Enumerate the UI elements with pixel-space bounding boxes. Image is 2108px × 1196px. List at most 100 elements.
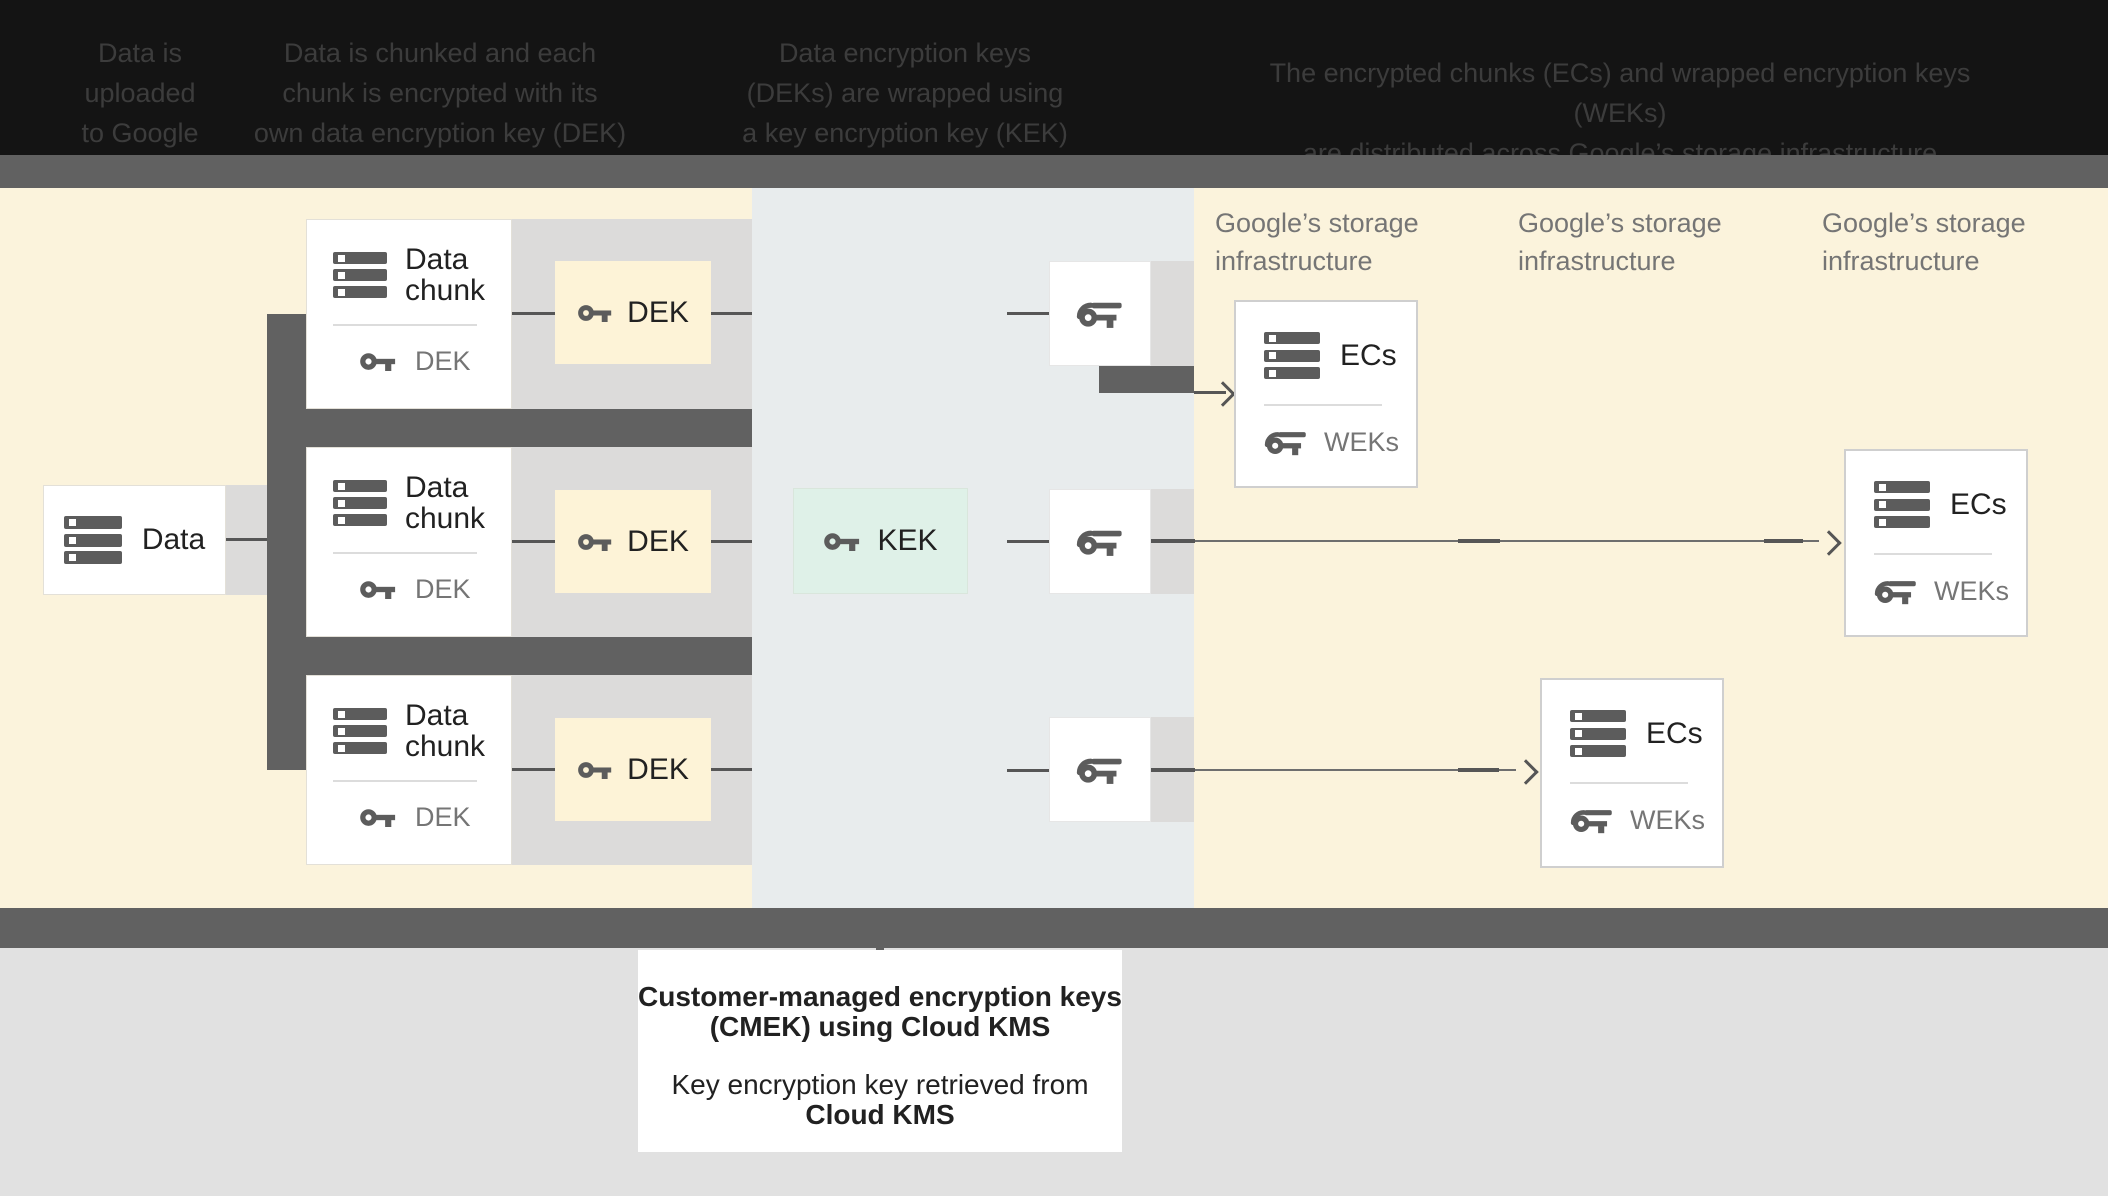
chunk-storage-icon xyxy=(333,480,387,526)
chunk-title-line2: chunk xyxy=(405,730,486,763)
arrow-line-segment xyxy=(1151,539,1195,543)
note-title-line2: (CMEK) using Cloud KMS xyxy=(709,1011,1051,1042)
key-icon xyxy=(578,761,612,779)
connector-line xyxy=(711,312,752,315)
kek-box: KEK xyxy=(793,488,968,594)
wrapped-key-box-2 xyxy=(1049,489,1151,594)
ecs-box-1: ECs WEKs xyxy=(1234,300,1418,488)
weks-label: WEKs xyxy=(1630,804,1706,835)
data-box: Data xyxy=(43,485,226,595)
header-step-1-line: to Google xyxy=(81,118,199,148)
ecs-storage-icon xyxy=(1570,710,1626,757)
ecs-box-3: ECs WEKs xyxy=(1540,678,1724,868)
header-step-1-line: Data is xyxy=(97,38,183,68)
dek-box-2: DEK xyxy=(555,490,711,593)
storage-infrastructure-label-1: Google’s storage infrastructure xyxy=(1215,204,1419,280)
chunk-storage-icon xyxy=(333,252,387,298)
wrapped-key-box-1 xyxy=(1049,261,1151,366)
header-step-3-line: Data encryption keys xyxy=(778,38,1032,68)
storage-label-line: infrastructure xyxy=(1215,246,1373,276)
arrow-line-segment xyxy=(1458,768,1499,772)
dek-box-3: DEK xyxy=(555,718,711,821)
ecs-storage-icon xyxy=(1264,332,1320,379)
connector-line xyxy=(1007,312,1049,315)
chunk-divider xyxy=(333,780,477,782)
chunk-title-line1: Data xyxy=(405,243,469,276)
ecs-divider xyxy=(1264,404,1382,406)
chunk-title-line2: chunk xyxy=(405,502,486,535)
connector-line xyxy=(1007,769,1049,772)
ecs-label: ECs xyxy=(1340,338,1397,372)
header-bar xyxy=(0,0,2108,155)
dek-box-label: DEK xyxy=(627,295,689,329)
header-step-3-line: a key encryption key (KEK) xyxy=(742,118,1068,148)
storage-label-line: Google’s storage xyxy=(1215,208,1419,238)
header-step-1: Data is uploaded to Google xyxy=(40,33,240,153)
storage-infrastructure-label-2: Google’s storage infrastructure xyxy=(1518,204,1722,280)
kek-box-label: KEK xyxy=(877,524,938,557)
arrow-line xyxy=(1194,391,1226,394)
header-step-3: Data encryption keys (DEKs) are wrapped … xyxy=(735,33,1075,153)
dek-box-1: DEK xyxy=(555,261,711,364)
storage-label-line: infrastructure xyxy=(1822,246,1980,276)
dek-box-label: DEK xyxy=(627,524,689,558)
wrapped-key-icon xyxy=(1264,432,1306,456)
data-storage-icon xyxy=(63,516,122,564)
chunk-key-label: DEK xyxy=(415,574,471,604)
header-step-3-line: (DEKs) are wrapped using xyxy=(746,78,1064,108)
top-divider-band xyxy=(0,155,2108,188)
ecs-label: ECs xyxy=(1950,487,2007,521)
data-chunk-box-3: Data chunk DEK xyxy=(306,675,512,865)
connector-line xyxy=(512,540,555,543)
arrow-line xyxy=(1151,769,1516,771)
weks-label: WEKs xyxy=(1324,426,1400,457)
ecs-divider xyxy=(1570,782,1688,784)
bottom-divider-band xyxy=(0,908,2108,948)
storage-label-line: Google’s storage xyxy=(1518,208,1722,238)
chunk-title-line1: Data xyxy=(405,471,469,504)
wrapped-key-icon xyxy=(1076,530,1122,556)
data-chunk-box-1: Data chunk DEK xyxy=(306,219,512,409)
connector-line xyxy=(711,768,752,771)
header-step-2-line: Data is chunked and each xyxy=(283,38,597,68)
wrapped-key-icon xyxy=(1076,302,1122,328)
data-chunk-box-2: Data chunk DEK xyxy=(306,447,512,637)
chunk-divider xyxy=(333,324,477,326)
connector-line xyxy=(512,312,555,315)
chunk-title-line2: chunk xyxy=(405,274,486,307)
key-icon xyxy=(824,532,860,551)
connector-line xyxy=(711,540,752,543)
wrapped-key-extension xyxy=(1151,261,1194,366)
chunk-key-label: DEK xyxy=(415,802,471,832)
ecs-box-2: ECs WEKs xyxy=(1844,449,2028,637)
header-step-2-line: chunk is encrypted with its xyxy=(282,78,598,108)
note-body-line2: Cloud KMS xyxy=(805,1099,955,1130)
header-step-2: Data is chunked and each chunk is encryp… xyxy=(240,33,640,153)
chunk-divider xyxy=(333,552,477,554)
cmek-note-box: Customer-managed encryption keys (CMEK) … xyxy=(638,950,1122,1152)
ecs-divider xyxy=(1874,553,1992,555)
chunk-key-label: DEK xyxy=(415,346,471,376)
wrapped-key-icon xyxy=(1570,810,1612,834)
key-icon xyxy=(360,809,396,827)
wrapped-key-icon xyxy=(1076,758,1122,784)
dek-box-label: DEK xyxy=(627,752,689,786)
note-title-line1: Customer-managed encryption keys xyxy=(638,981,1122,1012)
key-icon xyxy=(578,304,612,322)
key-icon xyxy=(578,533,612,551)
connector-line xyxy=(1007,540,1049,543)
connector-line xyxy=(512,768,555,771)
arrow-line-segment xyxy=(1151,768,1195,772)
header-step-4-line: The encrypted chunks (ECs) and wrapped e… xyxy=(1269,58,1971,128)
arrow-line-segment xyxy=(1764,539,1803,543)
storage-infrastructure-label-3: Google’s storage infrastructure xyxy=(1822,204,2026,280)
ecs-label: ECs xyxy=(1646,716,1703,750)
key-icon xyxy=(360,581,396,599)
data-box-label: Data xyxy=(141,523,206,556)
note-body-line1: Key encryption key retrieved from xyxy=(671,1069,1089,1100)
header-step-1-line: uploaded xyxy=(84,78,196,108)
storage-label-line: Google’s storage xyxy=(1822,208,2026,238)
data-connector-line xyxy=(226,538,267,541)
arrow-line-segment xyxy=(1458,539,1500,543)
